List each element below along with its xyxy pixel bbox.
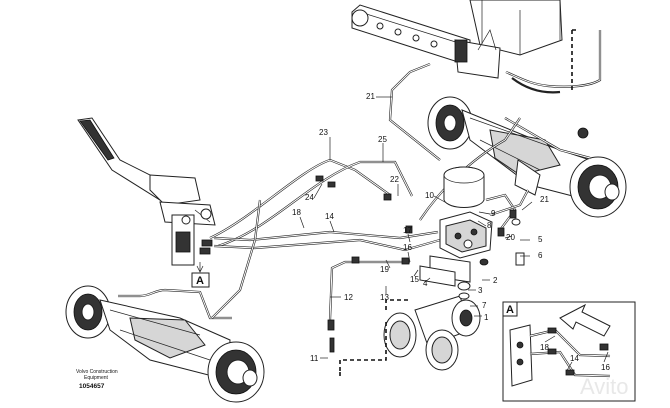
dashed-lines: [339, 299, 410, 378]
callout-3: 3: [478, 286, 483, 295]
callout-1: 1: [484, 313, 489, 322]
callout-23: 23: [319, 128, 328, 137]
credit-line-1: Volvo Construction: [76, 369, 118, 375]
view-a-marker: [191, 272, 210, 288]
callouts: 21 23 25 22 24 10 9 8 21 20 5 6 18 14 17…: [292, 92, 549, 363]
callout-10: 10: [425, 191, 434, 200]
credit-line-2: Equipment: [84, 375, 109, 381]
callout-21-lower: 21: [540, 195, 549, 204]
callout-22: 22: [390, 175, 399, 184]
callout-8: 8: [487, 221, 492, 230]
inset-callout-14: 14: [570, 354, 579, 363]
callout-2: 2: [493, 276, 498, 285]
callout-19: 19: [380, 265, 389, 274]
credit-block: Volvo Construction Equipment 1054657: [76, 369, 118, 390]
pipe-fittings: [199, 175, 517, 353]
callout-7: 7: [482, 301, 487, 310]
callout-13: 13: [380, 293, 389, 302]
inset-callout-16: 16: [601, 363, 610, 372]
brake-chambers: [383, 218, 525, 371]
inset-callouts: 18 14 16: [540, 335, 610, 373]
inset-view-label: A: [506, 304, 514, 316]
callout-11: 11: [310, 354, 319, 363]
callout-17: 17: [403, 226, 412, 235]
drawing-number: 1054657: [79, 383, 105, 390]
callout-6: 6: [538, 251, 543, 260]
callout-14: 14: [325, 212, 334, 221]
frame-assembly: [351, 0, 602, 94]
leader-lines: [299, 96, 533, 359]
callout-21-upper: 21: [366, 92, 375, 101]
callout-5: 5: [538, 235, 543, 244]
brake-valve-block: [419, 166, 493, 287]
callout-24: 24: [305, 193, 314, 202]
callout-15: 15: [410, 275, 419, 284]
detail-view-a: A: [502, 301, 636, 402]
brake-pedal-assembly: [77, 117, 216, 266]
callout-12: 12: [344, 293, 353, 302]
inset-callout-18: 18: [540, 343, 549, 352]
view-a-label: A: [196, 275, 204, 287]
callout-18: 18: [292, 208, 301, 217]
watermark: Avito: [580, 374, 629, 399]
callout-4: 4: [423, 279, 428, 288]
callout-9: 9: [491, 209, 496, 218]
callout-16: 16: [403, 243, 412, 252]
front-axle: [65, 285, 265, 403]
callout-25: 25: [378, 135, 387, 144]
rear-axle: [427, 96, 627, 218]
callout-20: 20: [506, 233, 515, 242]
